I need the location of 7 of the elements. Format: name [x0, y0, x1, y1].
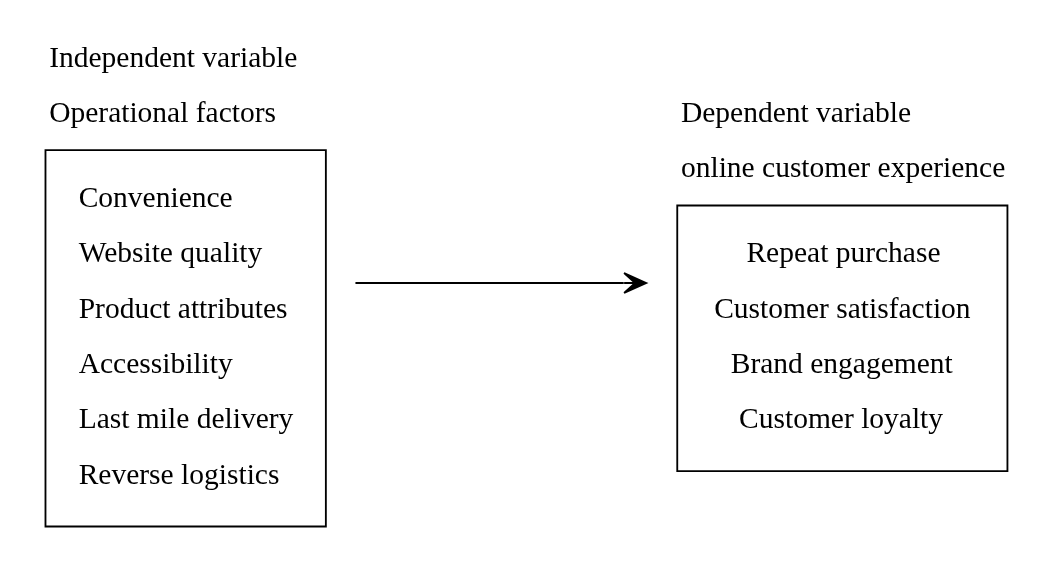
- arrow: [354, 271, 648, 294]
- node-label: Dependent variable: [680, 95, 912, 128]
- node-label: Independent variable: [49, 40, 298, 73]
- node-label: Operational factors: [49, 95, 277, 128]
- node-box: Repeat purchase Customer satisfaction Brand engagement Customer loyalty: [676, 204, 1009, 472]
- node-label: online customer experience: [680, 150, 1006, 183]
- node-box: Convenience Website quality Product attributes Accessibility Last mile delivery Reverse logistics: [44, 148, 327, 527]
